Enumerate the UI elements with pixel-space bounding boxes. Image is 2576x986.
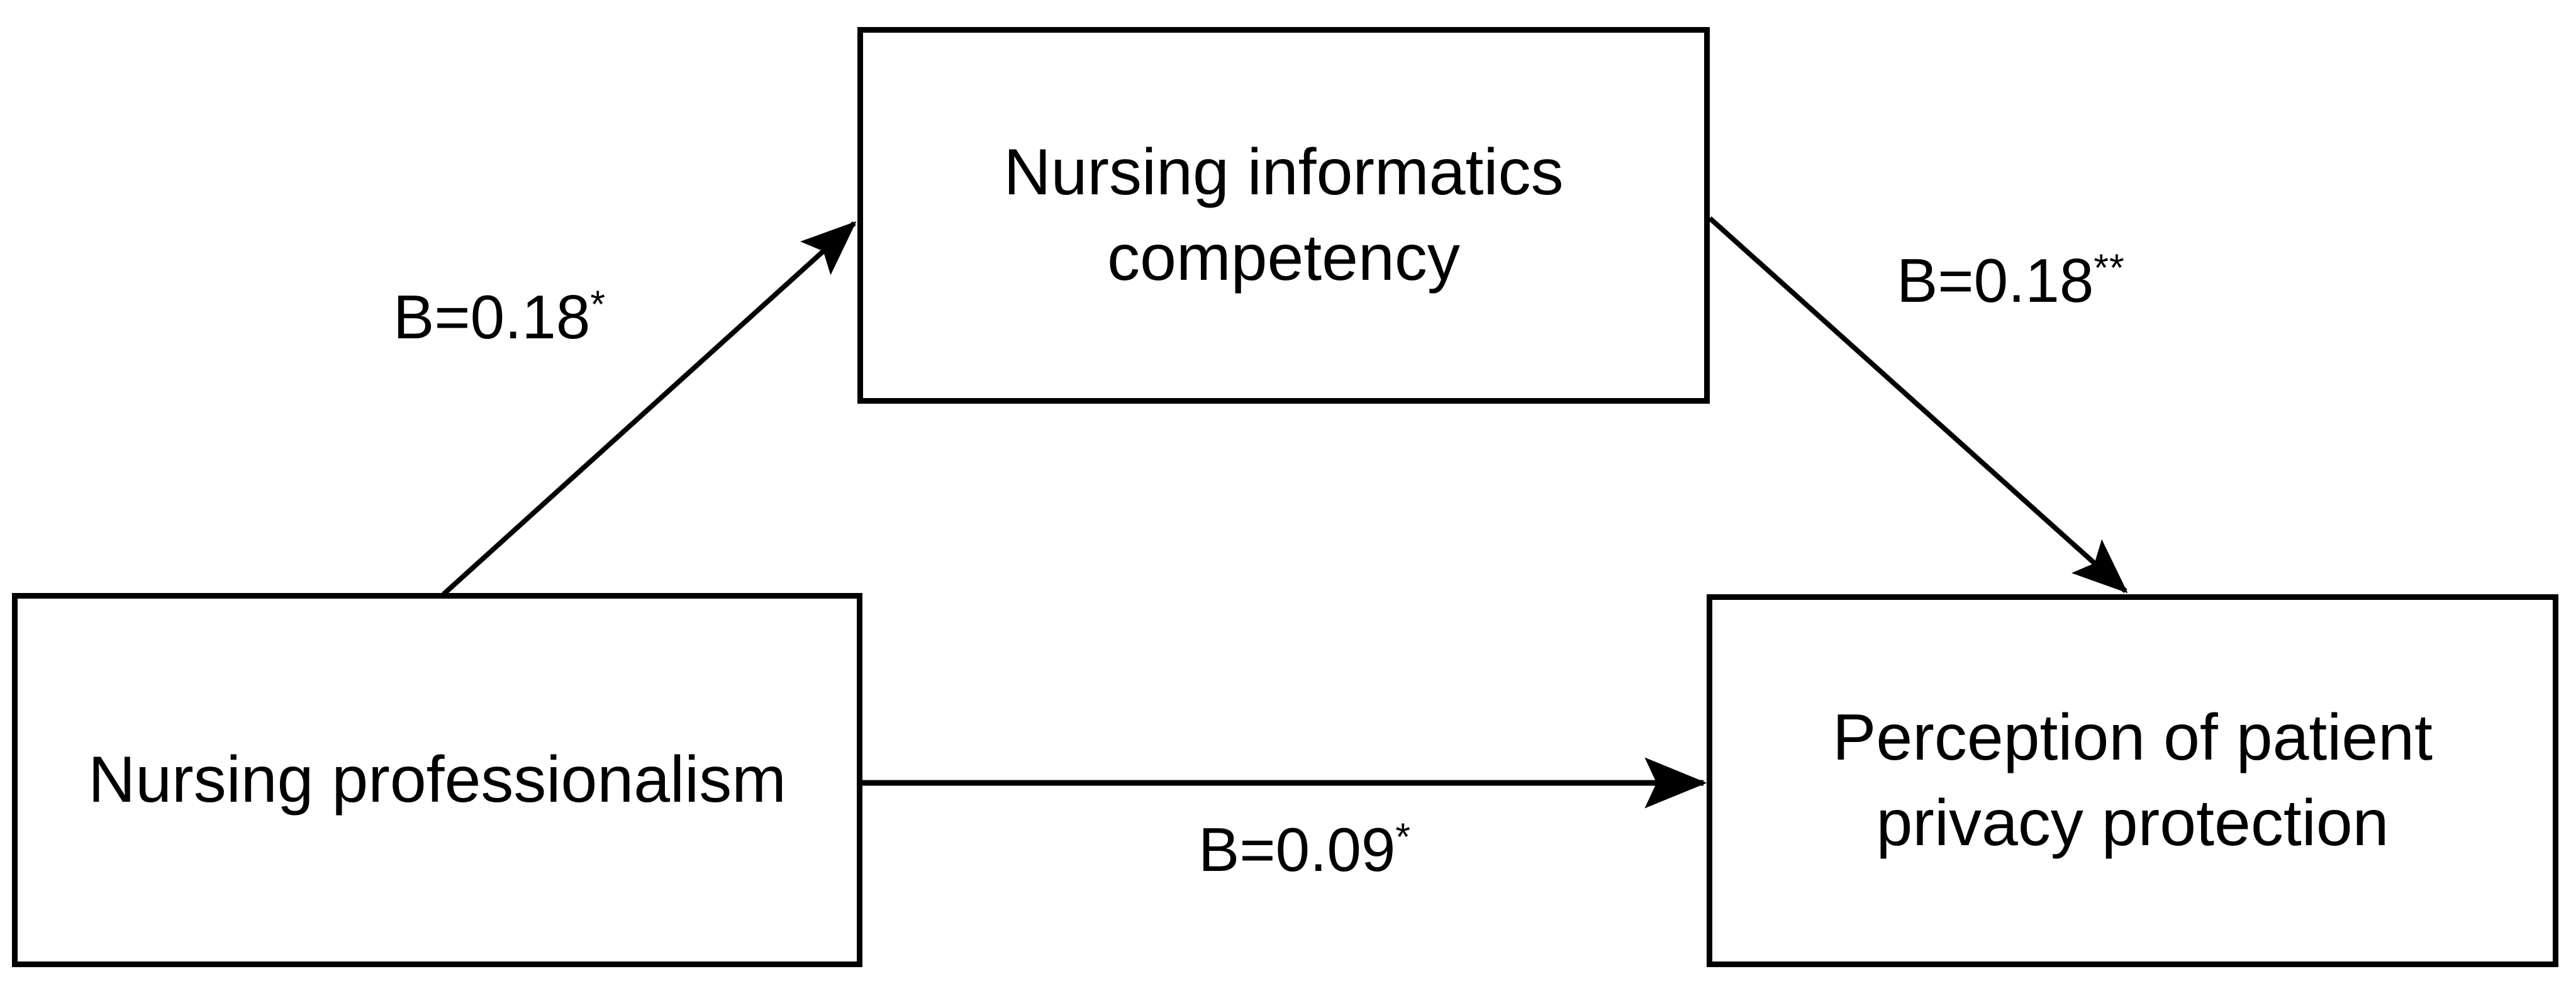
edge-coefficient-text: B=: [1198, 815, 1276, 884]
edge-b-line: [1708, 216, 2128, 594]
edge-coefficient-value: 0.18: [1973, 246, 2094, 315]
node-nursing-professionalism: Nursing professionalism: [12, 593, 862, 967]
edge-significance-marker: *: [590, 282, 606, 326]
edge-coefficient-value: 0.09: [1275, 815, 1396, 884]
node-label: Nursing informatics competency: [1003, 136, 1564, 294]
edge-label-competency-to-privacy: B=0.18**: [1897, 245, 2125, 316]
node-label: Perception of patient privacy protection: [1832, 701, 2433, 860]
edge-significance-marker: **: [2094, 246, 2125, 289]
edge-a-line: [442, 221, 857, 596]
node-perception-patient-privacy-protection: Perception of patient privacy protection: [1707, 594, 2558, 967]
edge-label-professionalism-to-competency: B=0.18*: [393, 282, 606, 353]
edge-significance-marker: *: [1395, 815, 1412, 858]
edge-coefficient-text: B=: [393, 282, 471, 352]
node-label: Nursing professionalism: [88, 743, 786, 816]
edge-label-professionalism-to-privacy: B=0.09*: [1198, 814, 1411, 885]
edge-coefficient-value: 0.18: [470, 282, 591, 352]
node-nursing-informatics-competency: Nursing informatics competency: [857, 27, 1710, 404]
edge-coefficient-text: B=: [1897, 246, 1974, 315]
